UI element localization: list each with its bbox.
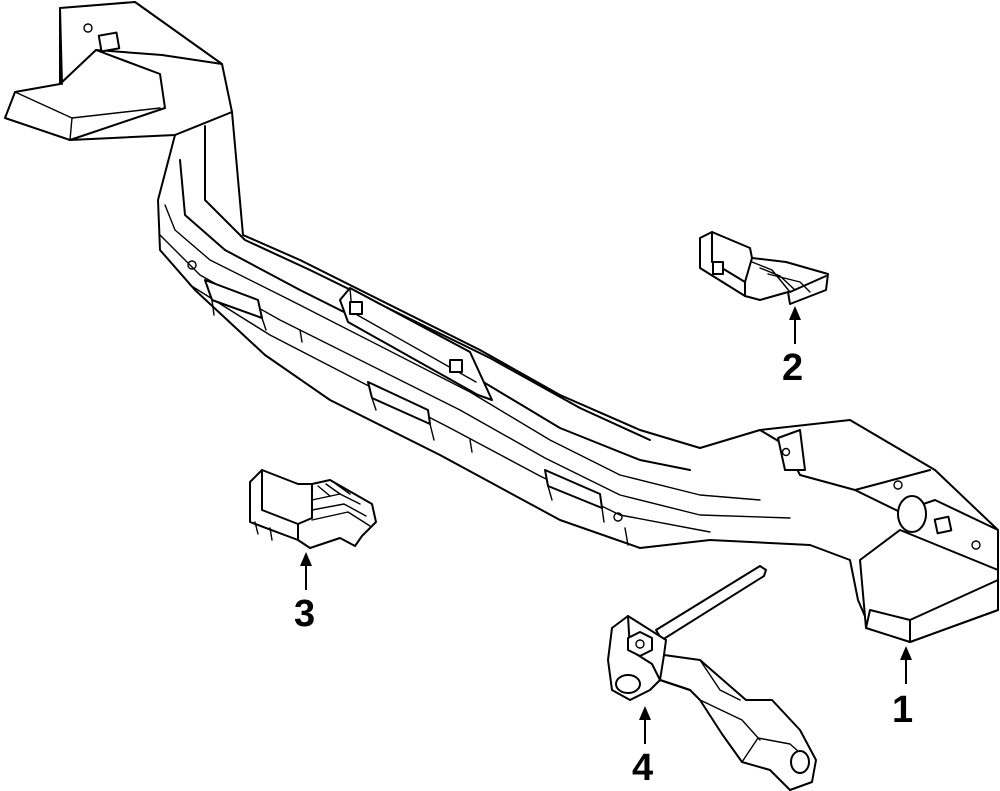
callout-1: 1 xyxy=(892,646,913,731)
part-3-bracket xyxy=(249,469,377,549)
callout-2: 2 xyxy=(782,306,803,389)
callout-3-label: 3 xyxy=(294,593,315,635)
callout-2-label: 2 xyxy=(782,347,803,389)
callout-4: 4 xyxy=(632,706,653,789)
callout-3: 3 xyxy=(294,552,315,635)
part-1-crossmember xyxy=(4,1,999,643)
callout-1-label: 1 xyxy=(892,689,913,731)
part-2-bracket xyxy=(699,231,829,305)
callout-4-label: 4 xyxy=(632,747,653,789)
part-4-stay xyxy=(607,565,817,791)
